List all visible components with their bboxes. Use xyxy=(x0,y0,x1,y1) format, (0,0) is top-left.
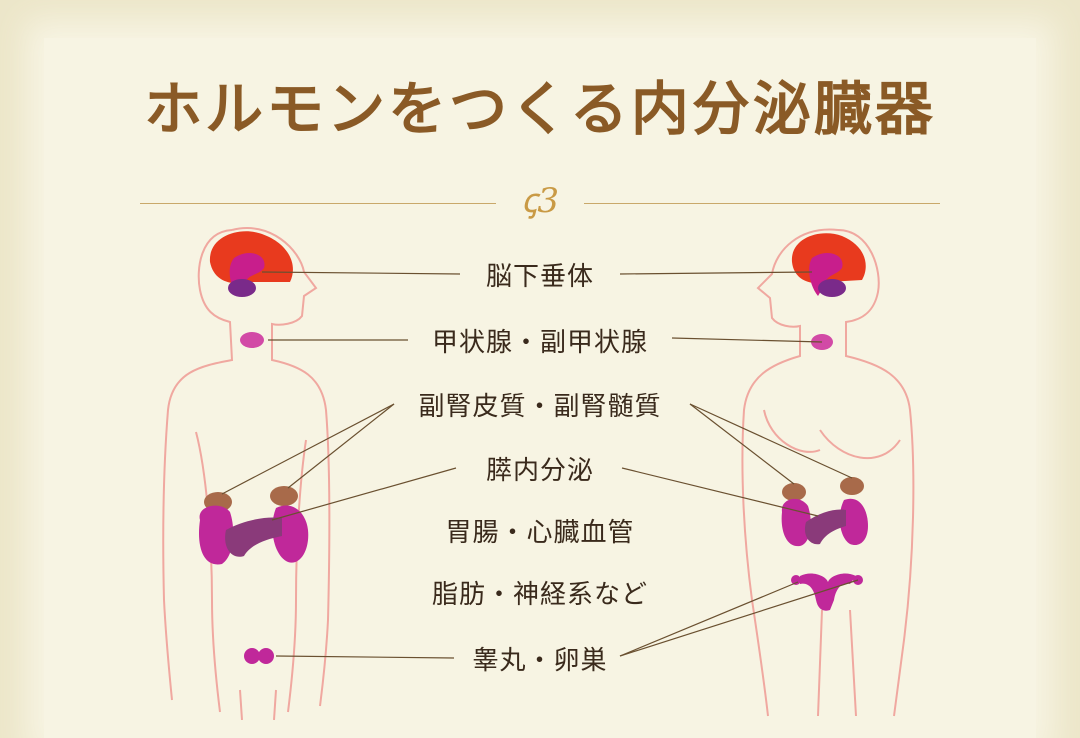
divider-left xyxy=(140,203,496,204)
female-pancreas-icon xyxy=(804,509,846,545)
male-organs xyxy=(198,231,309,664)
male-adrenal-right-icon xyxy=(270,486,298,506)
female-kidney-left-icon xyxy=(781,498,811,547)
male-testis-right-icon xyxy=(258,648,274,664)
ornament-icon: ꞔ3 xyxy=(521,181,559,221)
male-thyroid-icon xyxy=(240,332,264,348)
page-title: ホルモンをつくる内分泌臓器 xyxy=(144,75,936,143)
female-kidney-right-icon xyxy=(839,498,868,546)
leader-lines xyxy=(221,271,859,659)
label-fat-nerve: 脂肪・神経系など xyxy=(431,580,649,610)
divider-right xyxy=(584,203,940,204)
female-adrenal-left-icon xyxy=(782,483,806,501)
label-gonads: 睾丸・卵巣 xyxy=(472,646,608,676)
female-adrenal-right-icon xyxy=(840,477,864,495)
male-kidney-left-icon xyxy=(198,505,234,565)
label-pituitary: 脳下垂体 xyxy=(485,262,595,292)
male-body-outline xyxy=(162,227,331,720)
label-thyroid: 甲状腺・副甲状腺 xyxy=(431,328,649,358)
body-diagram xyxy=(162,227,915,720)
label-pancreas: 膵内分泌 xyxy=(485,456,595,486)
male-pancreas-icon xyxy=(225,517,282,557)
female-organs xyxy=(781,233,868,611)
uterus-ovary-icon xyxy=(800,573,856,611)
label-adrenal: 副腎皮質・副腎髄質 xyxy=(418,392,662,422)
male-testis-left-icon xyxy=(244,648,260,664)
label-gut-heart: 胃腸・心臓血管 xyxy=(445,518,635,548)
female-pituitary-icon xyxy=(809,253,843,296)
female-body-outline xyxy=(741,228,915,717)
background-panel xyxy=(44,38,1036,738)
